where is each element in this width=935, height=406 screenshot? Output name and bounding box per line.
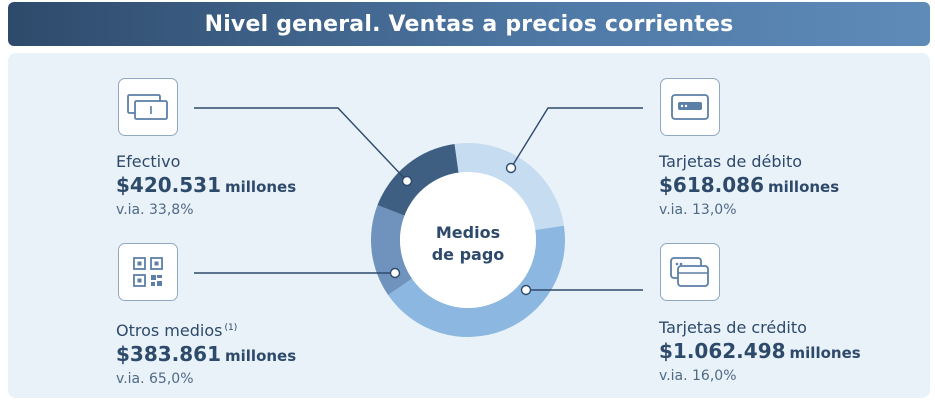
donut-slice-3 [377,143,459,216]
qr-code-icon [133,257,163,287]
donut-hole [400,172,536,308]
otros-label: Otros medios(1) [116,321,238,340]
efectivo-variation: v.ia. 33,8% [116,202,194,218]
credit-card-icon [670,257,709,287]
credito-variation: v.ia. 16,0% [659,368,737,384]
cash-icon [127,94,168,120]
debito-label: Tarjetas de débito [659,152,803,171]
leader-dot-efectivo [401,175,413,187]
debit-card-icon [671,94,709,120]
leader-dot-otros [389,267,401,279]
leader-line-debito [510,107,643,169]
center-line-2: de pago [431,245,505,264]
otros-footnote-mark: (1) [224,323,238,333]
credit-icon-box [660,243,720,301]
leader-dot-credito [520,284,532,296]
header-banner: Nivel general. Ventas a precios corrient… [8,2,930,46]
efectivo-label: Efectivo [116,152,181,171]
qr-icon-box [118,243,178,301]
page-title: Nivel general. Ventas a precios corrient… [204,11,734,37]
credito-label: Tarjetas de crédito [659,318,807,337]
donut-slice-0 [454,143,564,230]
debit-icon-box [660,78,720,136]
center-line-1: Medios [435,223,501,242]
donut-slice-1 [388,225,565,337]
debito-variation: v.ia. 13,0% [659,202,737,218]
cash-icon-box [118,78,178,136]
leader-dot-debito [505,162,517,174]
otros-variation: v.ia. 65,0% [116,371,194,387]
leader-line-efectivo [194,107,408,182]
donut-center-label: Medios de pago [398,222,538,266]
